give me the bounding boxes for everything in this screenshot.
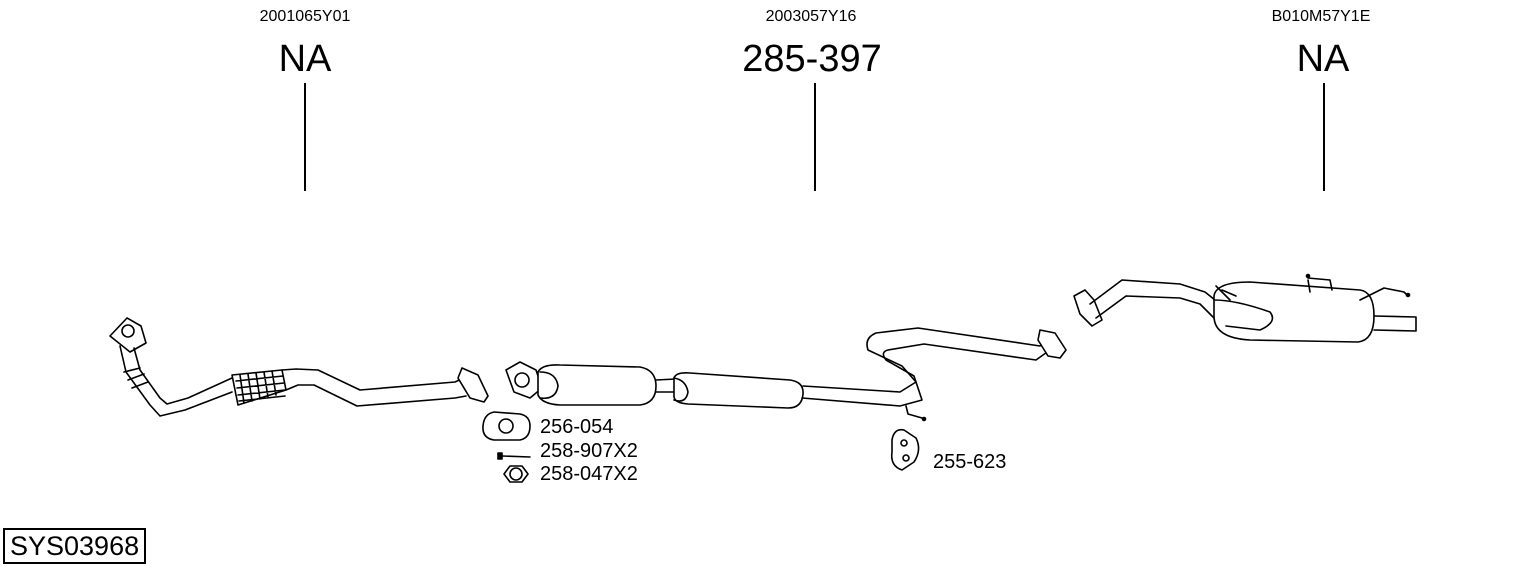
rear-silencer-code: B010M57Y1E: [1271, 8, 1371, 25]
nut-part-label: 258-047X2: [540, 463, 638, 485]
rear-silencer-part-number[interactable]: NA: [1296, 38, 1350, 80]
middle-silencer-part-number[interactable]: 285-397: [742, 38, 882, 80]
middle-silencer-code: 2003057Y16: [765, 8, 857, 25]
front-pipe-part-number[interactable]: NA: [278, 38, 332, 80]
front-pipe-code: 2001065Y01: [259, 8, 351, 25]
rubber-hanger-icon[interactable]: [890, 428, 920, 471]
front-pipe-drawing[interactable]: [109, 317, 489, 417]
middle-silencer-leader-line: [814, 83, 816, 191]
middle-silencer-drawing[interactable]: [505, 327, 1067, 422]
rubber-hanger-part-label: 255-623: [933, 451, 1007, 473]
bolt-icon[interactable]: [497, 452, 531, 460]
rear-silencer-leader-line: [1323, 83, 1325, 191]
gasket-part-label: 256-054: [540, 416, 614, 438]
front-pipe-leader-line: [304, 83, 306, 191]
rear-silencer-drawing[interactable]: [1073, 273, 1417, 343]
gasket-icon[interactable]: [482, 411, 531, 441]
bolt-part-label: 258-907X2: [540, 440, 638, 462]
system-id-label: SYS03968: [3, 528, 147, 564]
nut-icon[interactable]: [503, 465, 529, 483]
